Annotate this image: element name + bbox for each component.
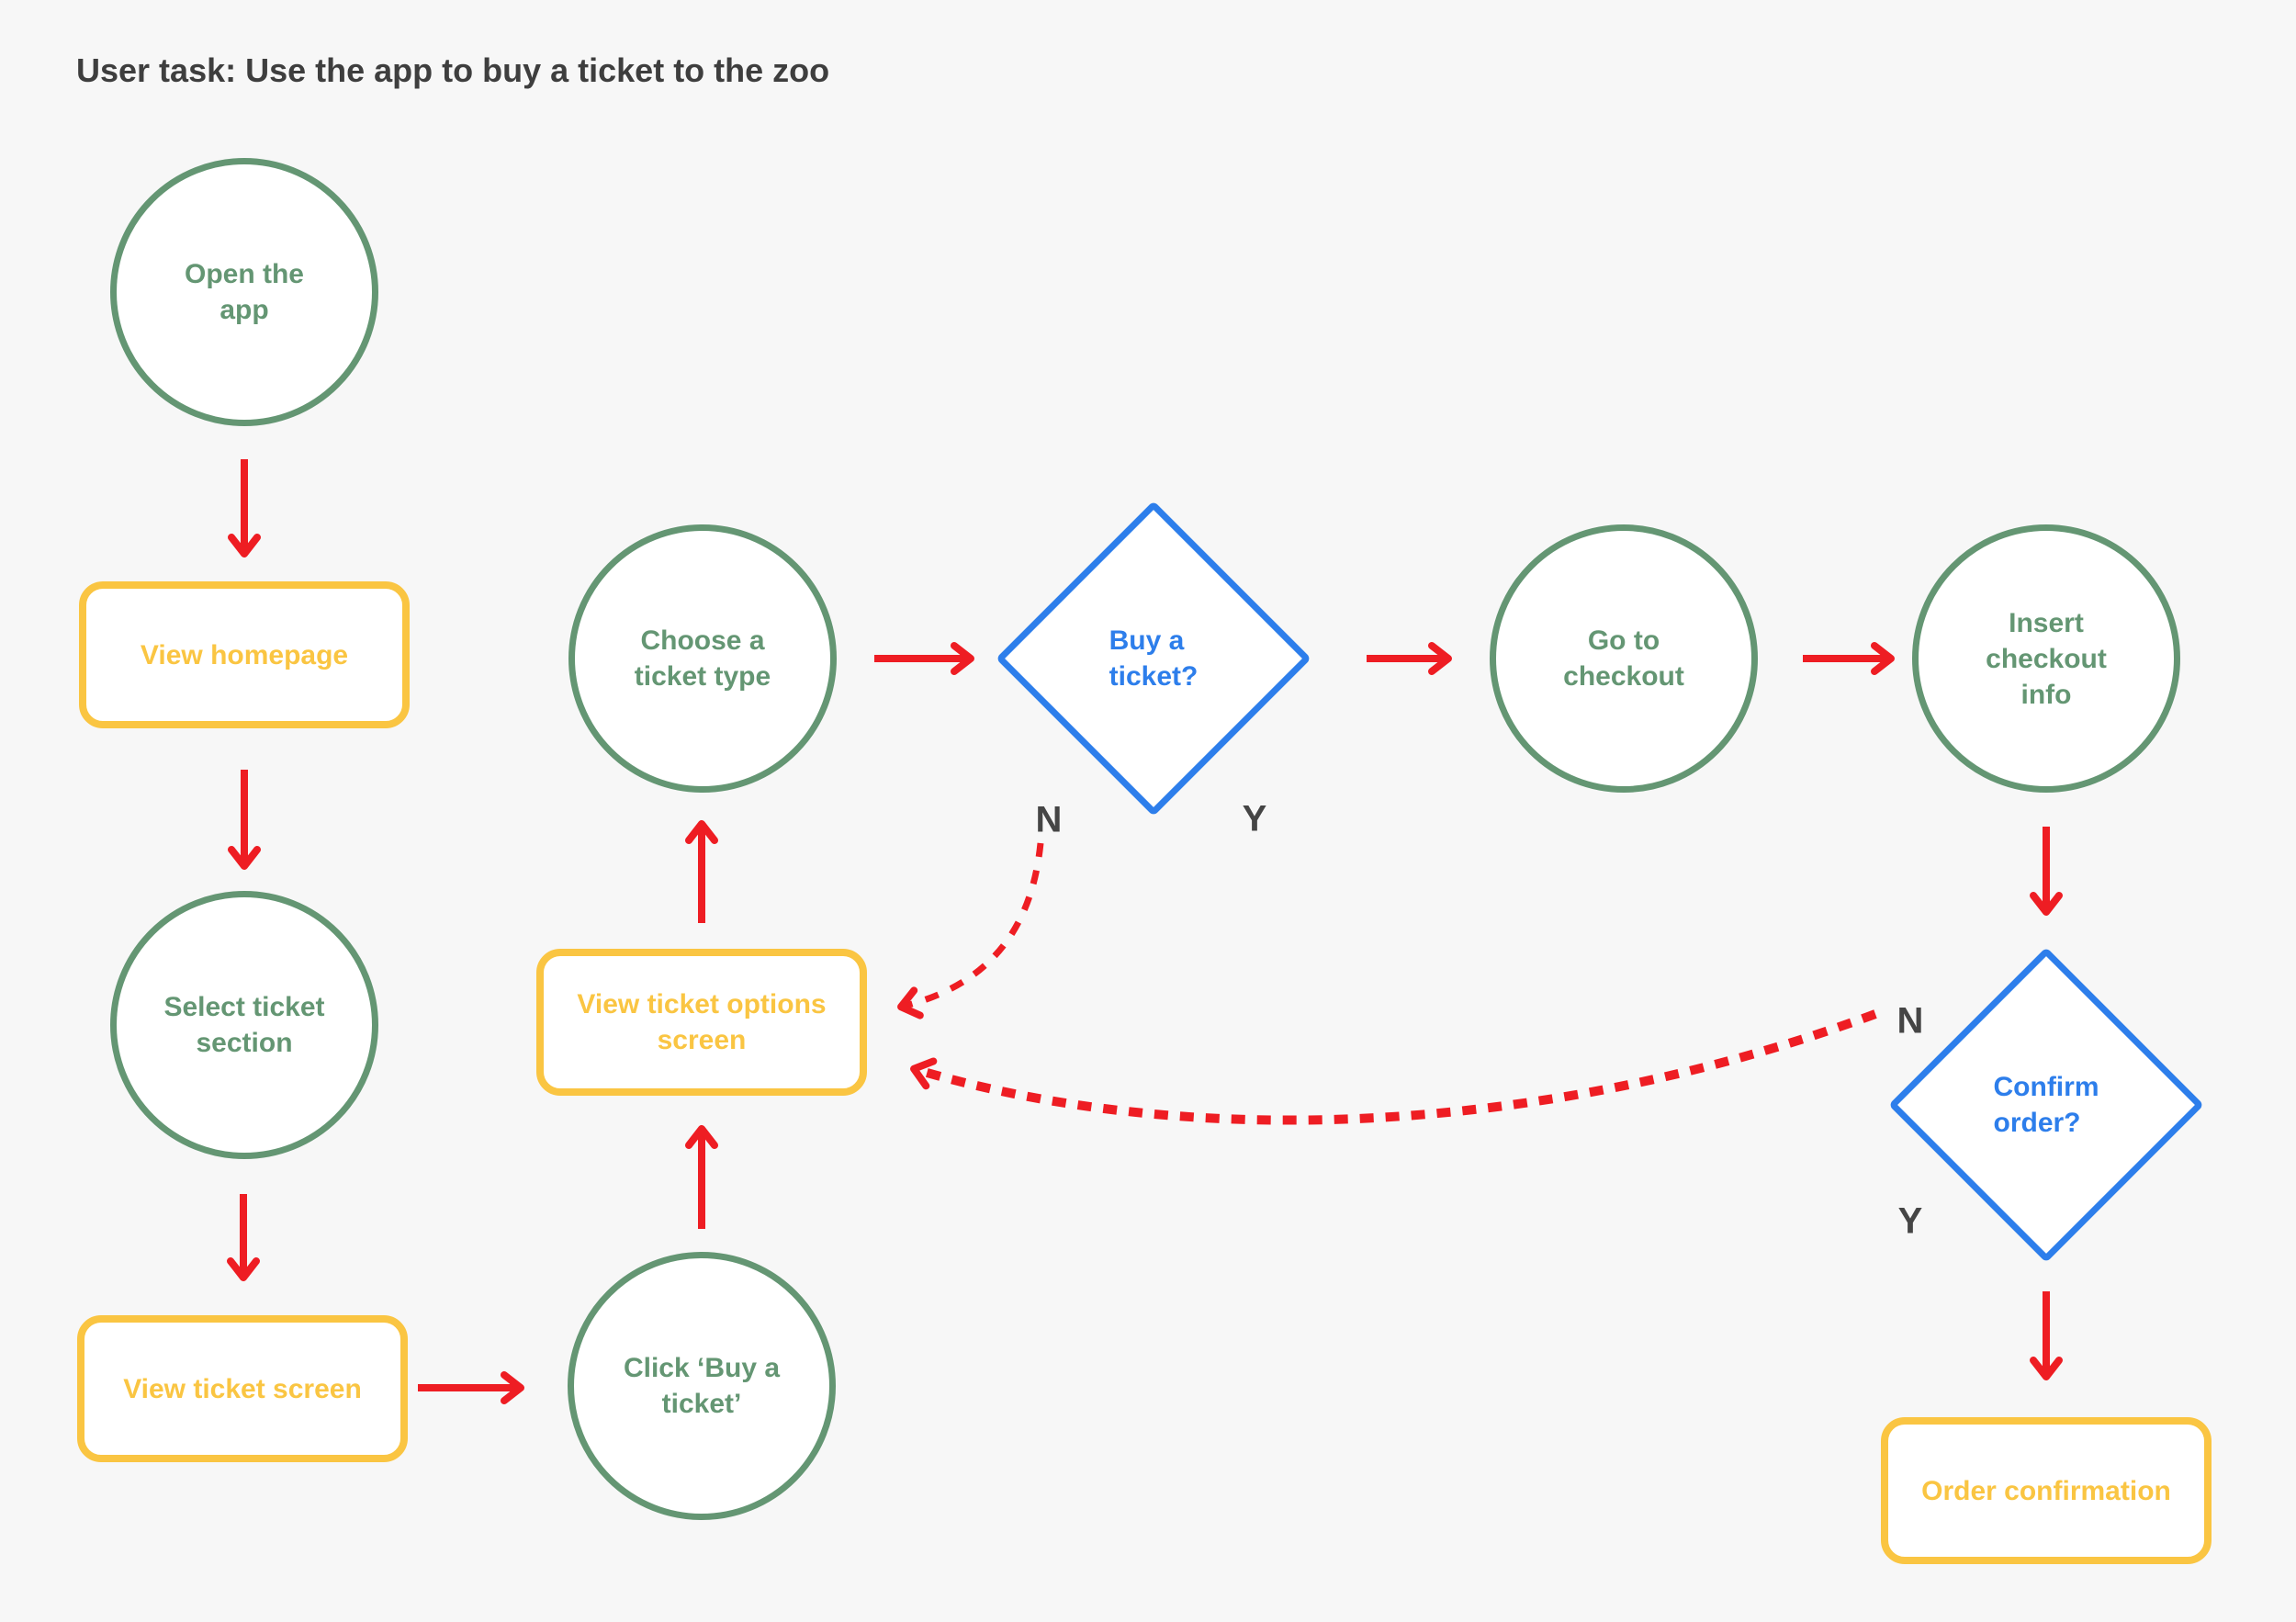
node-view-ticket-options-screen: View ticket options screen bbox=[536, 949, 867, 1096]
dashed-arrow-buy-decision-no-to-view-ticket-options bbox=[897, 842, 1044, 1019]
node-view-ticket-options-screen-label: View ticket options screen bbox=[577, 989, 827, 1055]
node-order-confirmation: Order confirmation bbox=[1881, 1417, 2212, 1564]
node-choose-a-ticket-type: Choose a ticket type bbox=[568, 524, 837, 793]
node-confirm-order-decision: Confirm order? bbox=[1888, 947, 2204, 1263]
node-buy-a-ticket-decision: Buy a ticket? bbox=[996, 501, 1311, 817]
branch-label-buy-yes: Y bbox=[1242, 798, 1267, 839]
node-insert-checkout-info: Insert checkout info bbox=[1912, 524, 2180, 793]
node-view-homepage-label: View homepage bbox=[140, 639, 349, 670]
dashed-arrow-confirm-decision-no-to-view-ticket-options bbox=[910, 1009, 1877, 1125]
node-select-ticket-section-label: Select ticket section bbox=[163, 992, 325, 1058]
node-view-ticket-screen: View ticket screen bbox=[77, 1315, 408, 1462]
node-go-to-checkout-label: Go to checkout bbox=[1563, 625, 1684, 692]
node-open-the-app: Open the app bbox=[110, 158, 378, 426]
node-click-buy-a-ticket: Click ‘Buy a ticket’ bbox=[568, 1252, 836, 1520]
node-select-ticket-section: Select ticket section bbox=[110, 891, 378, 1159]
branch-label-confirm-yes: Y bbox=[1897, 1200, 1923, 1242]
node-insert-checkout-info-label: Insert checkout info bbox=[1986, 607, 2107, 710]
branch-label-buy-no: N bbox=[1035, 799, 1063, 840]
branch-label-confirm-no: N bbox=[1896, 1000, 1924, 1042]
node-view-ticket-screen-label: View ticket screen bbox=[123, 1373, 362, 1404]
node-buy-a-ticket-decision-label: Buy a ticket? bbox=[1109, 625, 1199, 692]
page-title: User task: Use the app to buy a ticket t… bbox=[76, 51, 830, 89]
node-go-to-checkout: Go to checkout bbox=[1490, 524, 1758, 793]
node-view-homepage: View homepage bbox=[79, 581, 410, 728]
node-click-buy-a-ticket-label: Click ‘Buy a ticket’ bbox=[623, 1353, 781, 1419]
node-confirm-order-decision-label: Confirm order? bbox=[1993, 1072, 2099, 1138]
node-choose-a-ticket-type-label: Choose a ticket type bbox=[634, 625, 771, 692]
node-order-confirmation-label: Order confirmation bbox=[1921, 1475, 2171, 1506]
node-open-the-app-label: Open the app bbox=[184, 259, 304, 325]
